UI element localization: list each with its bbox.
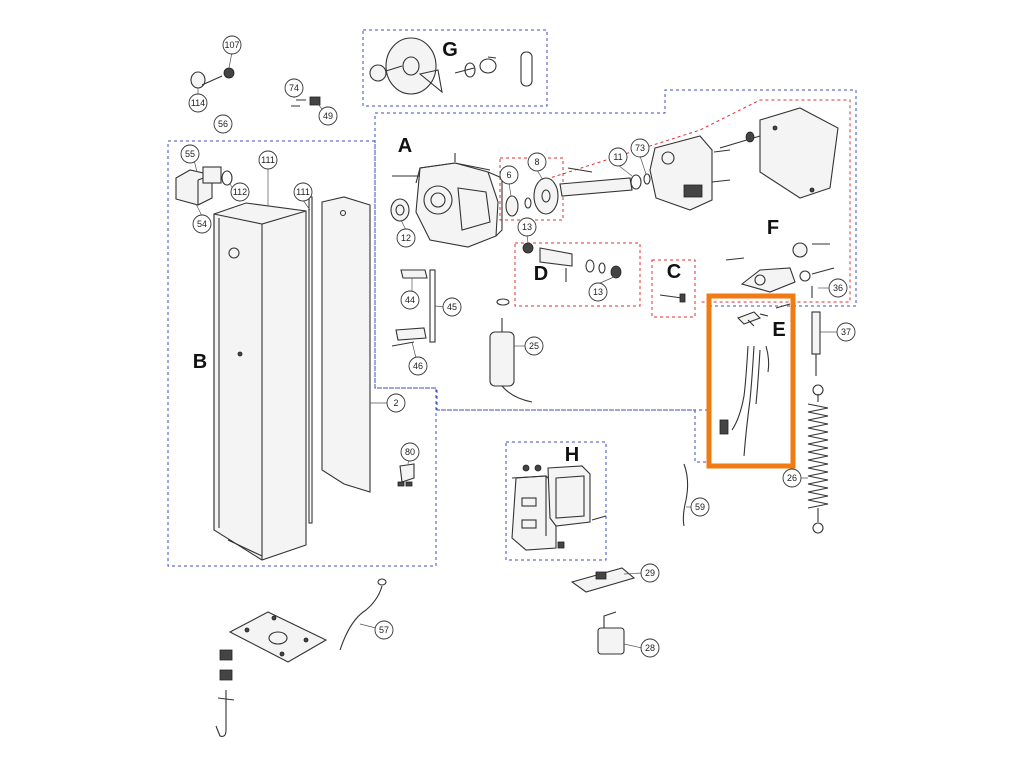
callout-13-upper: 13 [517, 217, 537, 237]
callout-44: 44 [400, 290, 420, 310]
callout-36: 36 [828, 278, 848, 298]
callout-112: 112 [230, 182, 250, 202]
callout-13-lower: 13 [588, 282, 608, 302]
callout-37: 37 [836, 322, 856, 342]
callout-59: 59 [690, 497, 710, 517]
svg-text:13: 13 [593, 287, 603, 297]
group-d-label: D [534, 263, 548, 285]
group-c-label: C [667, 261, 681, 283]
group-d-outline [514, 242, 641, 307]
svg-text:13: 13 [522, 222, 532, 232]
lower-parts [215, 463, 689, 737]
callout-54: 54 [192, 214, 212, 234]
svg-text:28: 28 [645, 643, 655, 653]
group-h-parts [511, 464, 607, 551]
svg-text:26: 26 [787, 473, 797, 483]
callout-28: 28 [640, 638, 660, 658]
svg-text:107: 107 [224, 40, 239, 50]
group-a-parts [390, 107, 839, 403]
callout-45: 45 [442, 297, 462, 317]
callout-55: 55 [180, 144, 200, 164]
callout-111-rod: 111 [293, 182, 313, 202]
group-b-parts [175, 166, 371, 561]
svg-text:59: 59 [695, 502, 705, 512]
svg-text:57: 57 [379, 625, 389, 635]
callout-73: 73 [630, 138, 650, 158]
svg-text:11: 11 [613, 152, 622, 162]
group-f-label: F [767, 217, 779, 239]
svg-text:111: 111 [261, 155, 275, 165]
callout-29: 29 [640, 563, 660, 583]
group-g-parts [369, 37, 533, 95]
group-c-outline [651, 259, 696, 318]
group-h-outline [505, 441, 607, 561]
group-g-label: G [442, 39, 458, 61]
svg-text:12: 12 [401, 233, 411, 243]
spring-assembly [807, 311, 829, 534]
svg-text:36: 36 [833, 283, 843, 293]
callout-80: 80 [400, 442, 420, 462]
svg-text:25: 25 [529, 341, 539, 351]
callout-12: 12 [396, 228, 416, 248]
callout-111-column: 111 [258, 150, 278, 170]
top-left-small-parts [190, 67, 321, 131]
group-e-label: E [772, 319, 785, 341]
callout-11: 11 [608, 147, 628, 167]
svg-text:112: 112 [233, 187, 247, 197]
svg-text:6: 6 [506, 170, 511, 180]
callout-26: 26 [782, 468, 802, 488]
svg-text:44: 44 [405, 295, 415, 305]
group-g-outline [362, 29, 548, 107]
svg-text:49: 49 [323, 111, 333, 121]
svg-text:114: 114 [191, 98, 205, 108]
group-f-outline [549, 99, 851, 303]
svg-text:111: 111 [296, 187, 310, 197]
group-e-parts [719, 303, 791, 457]
svg-text:80: 80 [405, 447, 415, 457]
group-a-label: A [398, 135, 412, 157]
group-b-label: B [193, 351, 207, 373]
callout-107: 107 [222, 35, 242, 55]
group-e-highlight [706, 293, 796, 469]
svg-text:74: 74 [289, 83, 299, 93]
callout-2: 2 [386, 393, 406, 413]
svg-text:55: 55 [185, 149, 195, 159]
callout-25: 25 [524, 336, 544, 356]
callout-49: 49 [318, 106, 338, 126]
callout-46: 46 [408, 356, 428, 376]
svg-text:2: 2 [393, 398, 398, 408]
callout-8: 8 [527, 152, 547, 172]
svg-text:56: 56 [218, 119, 228, 129]
callout-114: 114 [188, 93, 208, 113]
callout-56: 56 [213, 114, 233, 134]
svg-text:29: 29 [645, 568, 655, 578]
svg-text:46: 46 [413, 361, 423, 371]
group-h-label: H [565, 444, 579, 466]
svg-text:54: 54 [197, 219, 207, 229]
svg-text:8: 8 [534, 157, 539, 167]
callout-6: 6 [499, 165, 519, 185]
svg-text:73: 73 [635, 143, 645, 153]
part-callouts: 107 114 74 49 56 55 111 112 54 111 12 6 … [180, 35, 856, 658]
svg-text:37: 37 [841, 327, 851, 337]
callout-74: 74 [284, 78, 304, 98]
group-e-lower-outline [437, 409, 708, 463]
svg-text:45: 45 [447, 302, 457, 312]
callout-57: 57 [374, 620, 394, 640]
